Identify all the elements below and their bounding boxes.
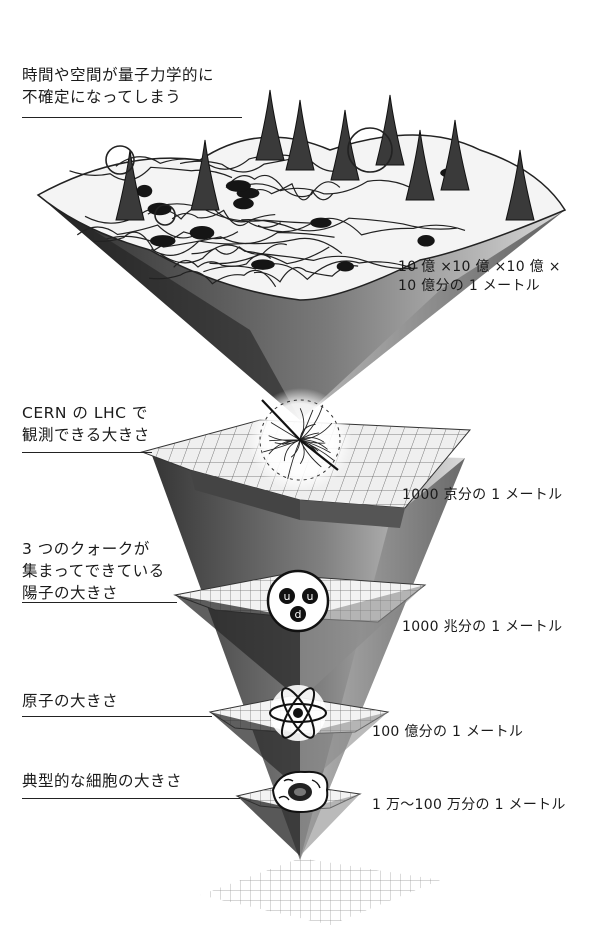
- label-cell: 典型的な細胞の大きさ: [22, 772, 183, 790]
- quark-u2: [302, 588, 318, 604]
- quantum-foam-surface: [36, 89, 567, 301]
- leader-line-atom: [22, 716, 212, 717]
- quark-u1: [279, 588, 295, 604]
- label-atom: 原子の大きさ: [22, 692, 119, 710]
- label-proton: 3 つのクォークが 集まってできている 陽子の大きさ: [22, 540, 165, 602]
- label-lhc: CERN の LHC で 観測できる大きさ: [22, 404, 150, 444]
- scale-quantum-foam: 10 億 ×10 億 ×10 億 × 10 億分の 1 メートル: [398, 259, 561, 294]
- leader-line-cell: [22, 798, 240, 799]
- label-quantum-foam: 時間や空間が量子力学的に 不確定になってしまう: [22, 66, 215, 106]
- leader-line-lhc: [22, 452, 152, 453]
- leader-line-proton: [22, 602, 177, 603]
- quark-u1-label: u: [284, 590, 291, 603]
- scale-proton: 1000 兆分の 1 メートル: [402, 619, 563, 635]
- quark-d-label: d: [295, 608, 302, 621]
- proton-plate: [173, 574, 427, 700]
- scale-lhc: 1000 京分の 1 メートル: [402, 487, 563, 503]
- cell-plate: [235, 783, 362, 856]
- atom-icon: [269, 685, 327, 741]
- scale-cell: 1 万〜100 万分の 1 メートル: [372, 797, 566, 813]
- cell-icon: [271, 770, 329, 814]
- base-grid: [200, 858, 440, 925]
- collision-tracks-icon: [248, 388, 352, 492]
- leader-line-foam: [22, 117, 242, 118]
- quark-d: [290, 606, 306, 622]
- proton-quarks-icon: u u d: [266, 569, 330, 633]
- quark-u2-label: u: [307, 590, 314, 603]
- scale-atom: 100 億分の 1 メートル: [372, 724, 524, 740]
